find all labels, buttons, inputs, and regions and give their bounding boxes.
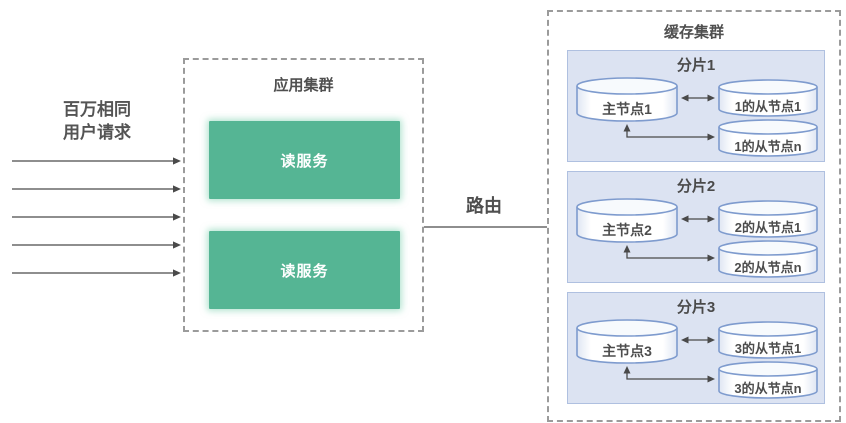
database-cylinder-icon [718, 240, 818, 278]
slave-node-label: 2的从节点1 [734, 220, 802, 235]
master-node-3: 主节点3 [575, 318, 679, 365]
shard-2-title: 分片2 [676, 178, 716, 195]
slave-node-1-of-shard-1: 1的从节点1 [717, 78, 819, 118]
database-cylinder-icon [718, 361, 818, 399]
cache-cluster-title: 缓存集群 [663, 24, 724, 41]
request-arrow-2 [12, 185, 181, 193]
request-label-line2: 用户请求 [63, 123, 131, 142]
request-arrow-3 [12, 213, 181, 221]
cache-cluster-box: 缓存集群 分片1 主节点1 1的从节点1 [547, 10, 841, 422]
app-cluster-title: 应用集群 [273, 77, 334, 94]
slave-node-1-of-shard-2: 2的从节点1 [717, 199, 819, 239]
database-cylinder-icon [718, 79, 818, 117]
database-cylinder-icon [576, 77, 678, 122]
slave-node-n-of-shard-2: 2的从节点n [717, 239, 819, 279]
route-label: 路由 [466, 196, 502, 216]
read-service-box-2: 读服务 [209, 231, 400, 309]
request-label: 百万相同 用户请求 [40, 98, 154, 144]
shard-3-box: 分片3 主节点3 3的从节点1 3的从节点 [567, 292, 825, 404]
slave-node-label: 1的从节点1 [734, 99, 802, 114]
database-cylinder-icon [718, 321, 818, 359]
master-node-label: 主节点1 [602, 101, 652, 117]
request-label-line1: 百万相同 [63, 100, 131, 119]
shard-1-box: 分片1 主节点1 1的从节点1 1的从节点 [567, 50, 825, 162]
master-node-2: 主节点2 [575, 197, 679, 244]
slave-node-label: 3的从节点n [734, 381, 802, 396]
master-node-1: 主节点1 [575, 76, 679, 123]
shard-2-box: 分片2 主节点2 2的从节点1 2的从节点 [567, 171, 825, 283]
app-cluster-box: 应用集群 读服务 读服务 [183, 58, 424, 332]
database-cylinder-icon [576, 198, 678, 243]
read-service-box-1: 读服务 [209, 121, 400, 199]
slave-node-1-of-shard-3: 3的从节点1 [717, 320, 819, 360]
slave-node-n-of-shard-1: 1的从节点n [717, 118, 819, 158]
shard-3-title: 分片3 [676, 299, 716, 316]
slave-node-label: 1的从节点n [734, 139, 802, 154]
master-node-label: 主节点2 [602, 222, 652, 238]
request-arrow-4 [12, 241, 181, 249]
slave-node-n-of-shard-3: 3的从节点n [717, 360, 819, 400]
database-cylinder-icon [576, 319, 678, 364]
slave-node-label: 3的从节点1 [734, 341, 802, 356]
request-arrow-1 [12, 157, 181, 165]
master-node-label: 主节点3 [602, 343, 652, 359]
shard-1-title: 分片1 [676, 57, 716, 74]
slave-node-label: 2的从节点n [734, 260, 802, 275]
database-cylinder-icon [718, 200, 818, 238]
request-arrow-5 [12, 269, 181, 277]
database-cylinder-icon [718, 119, 818, 157]
route-arrow [424, 222, 565, 232]
